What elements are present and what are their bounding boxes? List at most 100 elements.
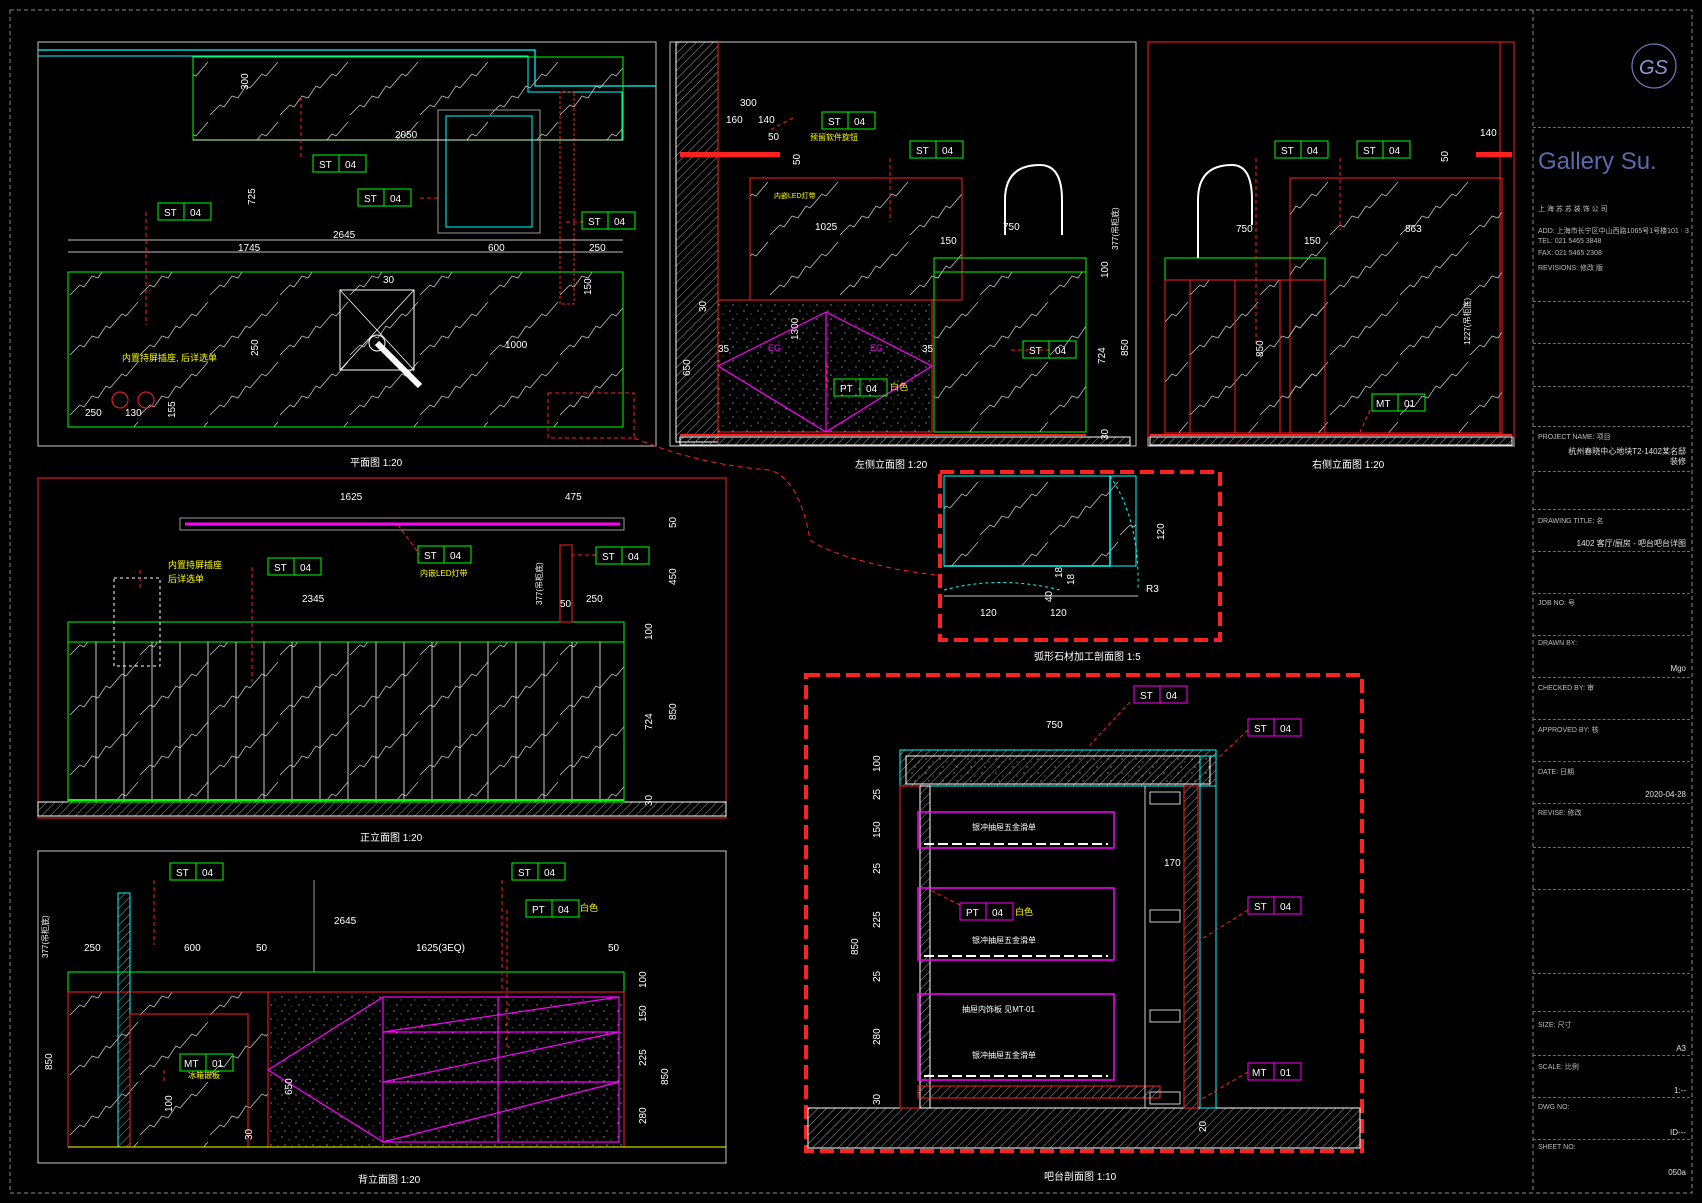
bs-shelf-1: 银冲抽屉五金滑单: [972, 822, 1036, 832]
re-caption: 右侧立面图 1:20: [1312, 458, 1385, 471]
be-dim-280: 280: [638, 1107, 649, 1124]
fe-dim-2345: 2345: [302, 594, 325, 605]
re-dim-150: 150: [1304, 236, 1321, 247]
svg-text:PT: PT: [966, 908, 979, 919]
svg-text:ST: ST: [828, 117, 841, 128]
be-dim-50b: 50: [608, 943, 620, 954]
fe-note-1: 内置持屏插座: [168, 559, 222, 570]
bs-dim-100: 100: [872, 755, 883, 772]
plan-caption: 平面图 1:20: [350, 457, 403, 469]
approved-by-label: APPROVED BY: 核: [1538, 727, 1599, 734]
address: ADD: 上海市长宁区中山西路1065号1号楼101 · 3: [1538, 228, 1689, 235]
drawing-title-value: 1402 客厅/厨房 - 吧台吧台详图: [1576, 539, 1686, 548]
bs-white: 白色: [1015, 906, 1033, 917]
svg-text:GS: GS: [1639, 57, 1669, 79]
sd-caption: 弧形石材加工剖面图 1:5: [1034, 650, 1141, 663]
be-white: 白色: [580, 902, 598, 913]
stone-detail-view: 120 120 120 R3 18 18 40 弧形石材加工剖面图 1:5: [938, 470, 1222, 663]
revisions-label: REVISIONS: 修改 版: [1538, 265, 1603, 272]
svg-text:ST: ST: [1029, 346, 1042, 357]
svg-text:MT: MT: [1252, 1068, 1266, 1079]
be-note: 冰箱嵌板: [188, 1070, 220, 1080]
fe-dim-50b: 50: [560, 599, 572, 610]
plan-dim-150: 150: [583, 278, 594, 295]
svg-text:ST: ST: [916, 146, 929, 157]
le-dim-30: 30: [698, 300, 709, 312]
svg-text:04: 04: [628, 552, 640, 563]
title-block-row: [1533, 718, 1690, 720]
be-dim-150: 150: [638, 1005, 649, 1022]
svg-text:01: 01: [1280, 1068, 1292, 1079]
sheet-no-label: SHEET NO:: [1538, 1144, 1576, 1151]
be-dim-225: 225: [638, 1049, 649, 1066]
back-elevation-view: 2645 250 600 50 1625(3EQ) 50 100 150 225…: [37, 850, 727, 1186]
le-note-1: 预留软件旋钮: [810, 132, 858, 142]
le-dim-35: 35: [718, 344, 730, 355]
le-eg-2: EG: [870, 343, 883, 353]
title-block-row: [1533, 300, 1690, 302]
svg-text:MT: MT: [184, 1059, 198, 1070]
fe-dim-450: 450: [668, 568, 679, 585]
sd-dim-18: 18: [1054, 566, 1065, 578]
svg-text:04: 04: [942, 146, 954, 157]
title-block-row: [1533, 470, 1690, 472]
title-block-row: [1533, 846, 1690, 848]
sd-dim-40: 40: [1044, 590, 1055, 602]
svg-text:01: 01: [1404, 399, 1416, 410]
telephone: TEL: 021 5465 3848: [1538, 238, 1602, 245]
plan-dim-250b: 250: [250, 339, 261, 356]
svg-text:ST: ST: [424, 551, 437, 562]
fe-note-3: 内嵌LED灯带: [420, 568, 468, 578]
re-dim-1227: 1227(吊柜底): [1462, 298, 1472, 345]
svg-text:PT: PT: [532, 905, 545, 916]
be-dim-100: 100: [638, 971, 649, 988]
size-label: SIZE: 尺寸: [1538, 1022, 1572, 1029]
svg-text:04: 04: [1055, 346, 1067, 357]
detail-callout-line: [633, 437, 936, 576]
svg-text:01: 01: [212, 1059, 224, 1070]
be-dim-100b: 100: [164, 1095, 175, 1112]
svg-text:ST: ST: [1363, 146, 1376, 157]
fe-dim-1625: 1625: [340, 492, 363, 503]
svg-text:ST: ST: [602, 552, 615, 563]
bs-dim-225: 225: [872, 911, 883, 928]
svg-text:ST: ST: [176, 868, 189, 879]
title-block-row: [1533, 1054, 1690, 1056]
plan-dim-1745: 1745: [238, 243, 261, 254]
bar-section-view: 750 170 100 25 150 25 225 25 280 30 850 …: [804, 673, 1364, 1183]
tag-st04: ST 04: [581, 211, 636, 230]
bs-shelf-3: 抽屉内饰板 见MT-01: [962, 1004, 1035, 1014]
job-no-label: JOB NO: 号: [1538, 600, 1575, 607]
left-elevation-view: 300 160 140 50 50 1025 750 150 100 30 13…: [669, 41, 1137, 471]
svg-text:04: 04: [614, 217, 626, 228]
plan-note: 内置持屏插座, 后详选单: [122, 352, 217, 363]
svg-text:ST: ST: [1254, 902, 1267, 913]
svg-text:ST: ST: [164, 208, 177, 219]
svg-text:ST: ST: [1254, 724, 1267, 735]
le-dim-35b: 35: [922, 344, 934, 355]
fe-dim-250: 250: [586, 594, 603, 605]
be-caption: 背立面图 1:20: [358, 1173, 421, 1186]
svg-text:04: 04: [558, 905, 570, 916]
drawing-title-label: DRAWING TITLE: 名: [1538, 518, 1604, 525]
be-dim-2645: 2645: [334, 916, 357, 927]
be-dim-650: 650: [284, 1078, 295, 1095]
tag-st04: ST 04: [1022, 340, 1077, 359]
le-dim-160: 160: [726, 115, 743, 126]
plan-dim-2645: 2645: [333, 230, 356, 241]
scale-value: 1:--: [1674, 1086, 1686, 1095]
be-dim-850: 850: [660, 1068, 671, 1085]
be-dim-30: 30: [244, 1128, 255, 1140]
date-value: 2020-04-28: [1645, 790, 1686, 799]
svg-text:ST: ST: [588, 217, 601, 228]
bs-dim-25: 25: [872, 788, 883, 800]
be-dim-250: 250: [84, 943, 101, 954]
svg-text:04: 04: [866, 384, 878, 395]
sd-dim-18b: 18: [1066, 573, 1077, 585]
